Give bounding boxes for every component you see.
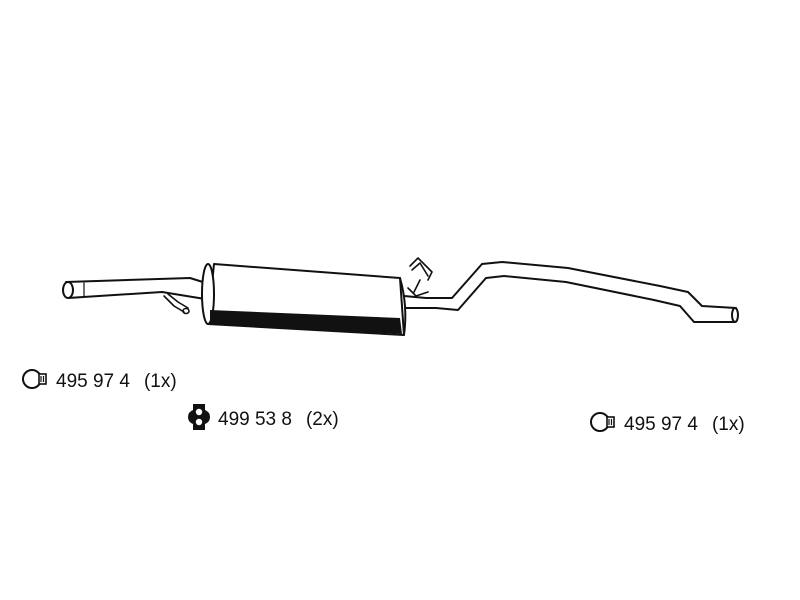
muffler bbox=[201, 263, 407, 336]
muffler-hanger-bracket bbox=[407, 257, 433, 297]
part-number: 495 97 4 bbox=[56, 371, 130, 392]
part-label-hanger: 499 53 8 (2x) bbox=[186, 402, 339, 438]
part-number: 495 97 4 bbox=[624, 414, 698, 435]
pipe-bracket bbox=[163, 293, 190, 315]
clamp-icon bbox=[588, 410, 618, 440]
part-label-clamp-rear: 495 97 4 (1x) bbox=[588, 410, 745, 440]
part-quantity: (1x) bbox=[711, 414, 745, 435]
clamp-icon bbox=[20, 367, 50, 397]
part-quantity: (2x) bbox=[305, 409, 339, 430]
inlet-pipe bbox=[62, 277, 207, 300]
part-number: 499 53 8 bbox=[218, 409, 292, 430]
part-label-clamp-front: 495 97 4 (1x) bbox=[20, 367, 177, 397]
tail-pipe bbox=[403, 261, 739, 323]
part-quantity: (1x) bbox=[143, 371, 177, 392]
exhaust-assembly bbox=[62, 257, 739, 336]
rubber-hanger-icon bbox=[186, 402, 212, 438]
